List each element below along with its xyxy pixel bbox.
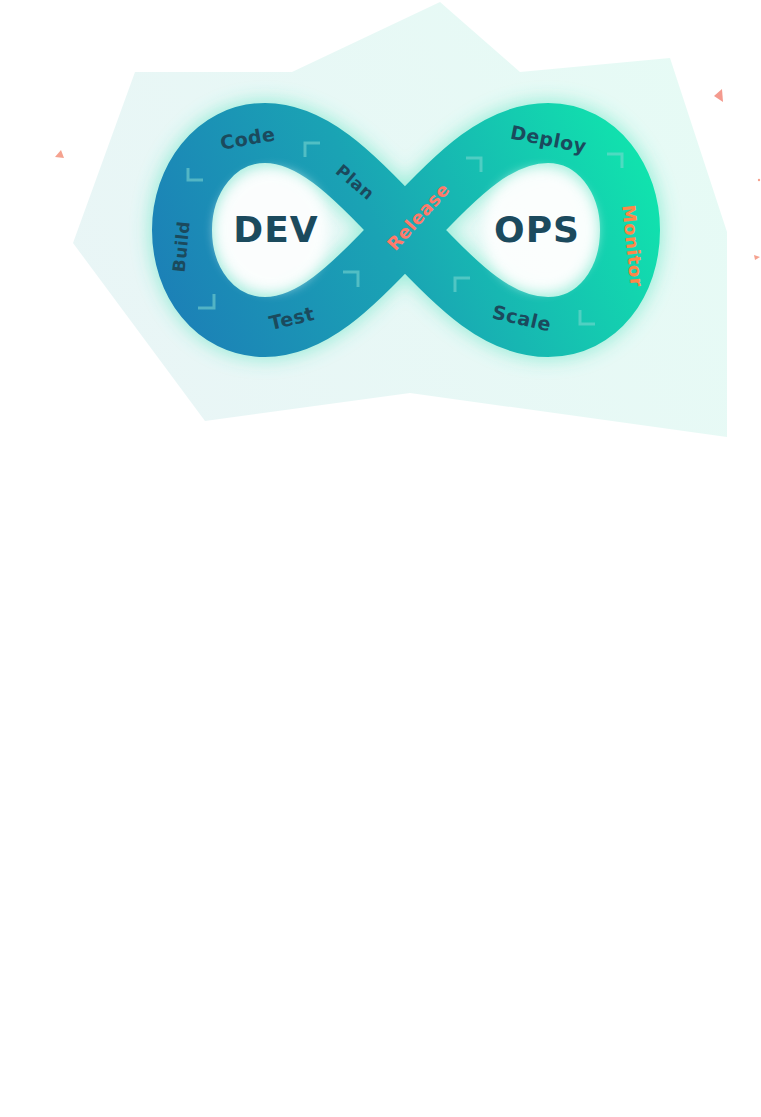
corner-marks	[188, 143, 622, 324]
loop-title: DEV	[233, 212, 318, 248]
confetti	[714, 89, 723, 102]
stage-label: Monitor	[619, 204, 646, 288]
stage-label: Plan	[333, 161, 378, 202]
stage-label: Build	[171, 220, 193, 273]
loop-title: OPS	[494, 212, 580, 248]
left-hole	[216, 170, 328, 290]
stage-label: Code	[219, 124, 277, 152]
infinity-band	[182, 133, 630, 327]
stage-label: Test	[268, 304, 317, 333]
stage-label: Release	[385, 180, 454, 254]
confetti	[754, 255, 760, 260]
right-hole	[484, 170, 596, 290]
stage-label: Scale	[491, 302, 553, 334]
band-glow	[182, 133, 630, 327]
background-shape	[73, 2, 727, 437]
stage-label: Deploy	[509, 122, 588, 155]
confetti	[758, 179, 760, 181]
confetti	[55, 150, 64, 158]
